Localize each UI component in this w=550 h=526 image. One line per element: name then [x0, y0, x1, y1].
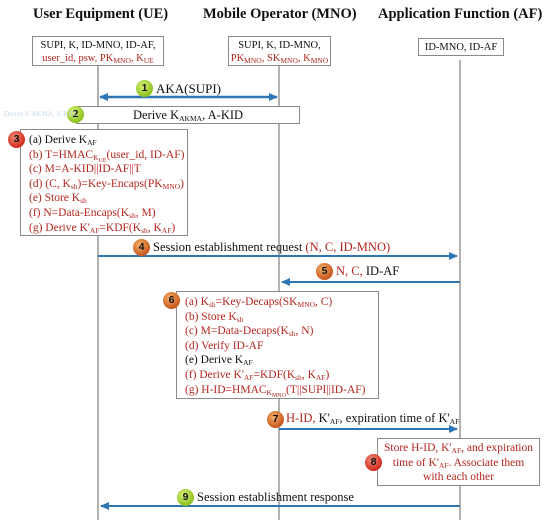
step-6-badge: 6 — [163, 292, 180, 309]
ue-initial-values-box: SUPI, K, ID-MNO, ID-AF, user_id, psw, PK… — [32, 36, 164, 66]
af-header: Application Function (AF) — [378, 6, 543, 22]
mno-header: Mobile Operator (MNO) — [203, 6, 357, 22]
s8-line1: Store H-ID, K'AF, and expiration — [384, 442, 533, 455]
step-9-label: Session establishment response — [197, 490, 354, 504]
s3-g: (g) Derive K'AF=KDF(Ksh, KAF) — [29, 221, 176, 235]
step-7-label: H-ID, K'AF, expiration time of K'AF — [286, 411, 460, 426]
ue-init-line1: SUPI, K, ID-MNO, ID-AF, — [40, 40, 156, 51]
s6-b: (b) Store Ksh — [185, 310, 244, 324]
s8-line3: with each other — [423, 471, 494, 483]
step-9-badge: 9 — [177, 489, 194, 506]
s3-b: (b) T=HMACKUE(user_id, ID-AF) — [29, 148, 185, 164]
s3-e: (e) Store Ksh — [29, 192, 87, 206]
ue-header: User Equipment (UE) — [33, 6, 169, 22]
mno-init-line2: PKMNO, SKMNO, KMNO — [230, 53, 329, 65]
step-5-badge: 5 — [316, 263, 333, 280]
step-7-badge: 7 — [267, 411, 284, 428]
af-initial-values-box: ID-MNO, ID-AF — [418, 38, 504, 56]
step-2-badge: 2 — [67, 106, 84, 123]
step-1-label: AKA(SUPI) — [156, 81, 221, 96]
step-3-badge: 3 — [8, 131, 25, 148]
s3-f: (f) N=Data-Encaps(Ksh, M) — [29, 206, 156, 220]
step-4-badge: 4 — [133, 239, 150, 256]
step-2-box: Derive KAKMA, A-KID — [76, 106, 300, 124]
ue-init-line2: user_id, psw, PKMNO, KUE — [42, 53, 154, 65]
s6-f: (f) Derive K'AF=KDF(Ksh, KAF) — [185, 368, 330, 382]
s6-a: (a) Ksh=Key-Decaps(SKMNO, C) — [185, 296, 333, 309]
s3-c: (c) M=A-KID||ID-AF||T — [29, 163, 141, 176]
step-2-faint-text: Derive K AKMA, A-KID — [4, 110, 76, 118]
s6-d: (d) Verify ID-AF — [185, 339, 264, 352]
mno-initial-values-box: SUPI, K, ID-MNO, PKMNO, SKMNO, KMNO — [228, 36, 331, 66]
s3-d: (d) (C, Ksh)=Key-Encaps(PKMNO) — [29, 177, 184, 191]
step-8-badge: 8 — [365, 454, 382, 471]
s6-e: (e) Derive KAF — [185, 354, 253, 368]
s3-a: (a) Derive KAF — [29, 134, 97, 147]
step-5-label: N, C, ID-AF — [336, 264, 400, 278]
step-1-badge: 1 — [136, 80, 153, 97]
mno-init-line1: SUPI, K, ID-MNO, — [238, 40, 321, 51]
step-8-box: Store H-ID, K'AF, and expiration time of… — [377, 438, 540, 486]
s6-g: (g) H-ID=HMACKMNO(T||SUPI||ID-AF) — [185, 383, 366, 399]
s8-line2: time of K'AF. Associate them — [392, 456, 525, 470]
step-6-box: (a) Ksh=Key-Decaps(SKMNO, C) (b) Store K… — [176, 291, 379, 399]
s6-c: (c) M=Data-Decaps(Ksh, N) — [185, 325, 314, 339]
step-3-box: (a) Derive KAF (b) T=HMACKUE(user_id, ID… — [20, 129, 188, 236]
step-4-label: Session establishment request (N, C, ID-… — [153, 240, 391, 254]
af-init-line1: ID-MNO, ID-AF — [424, 42, 498, 53]
